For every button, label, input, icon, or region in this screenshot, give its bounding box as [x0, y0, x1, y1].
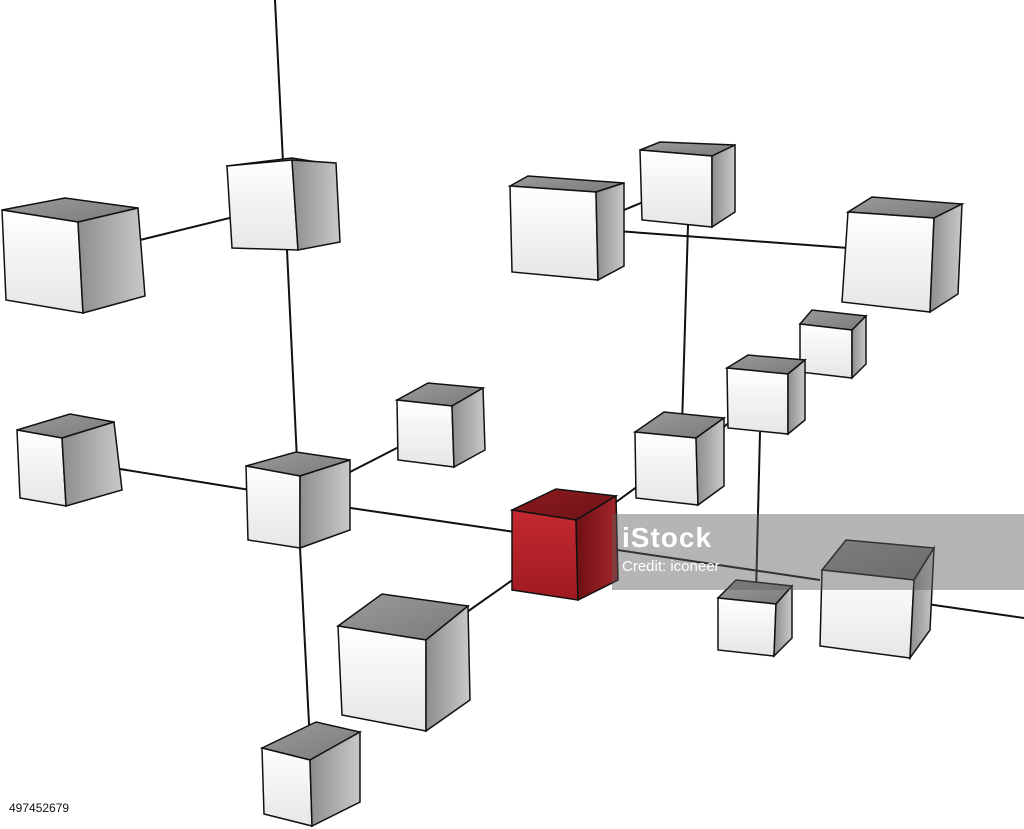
cube-center-right [632, 411, 727, 507]
connection-line [274, 0, 284, 163]
cube-left-large [1, 197, 146, 314]
cube-far-right [841, 196, 965, 314]
connection-line [299, 547, 311, 744]
cube-small-right-1 [798, 309, 868, 380]
cube-lower-right-large [819, 539, 936, 661]
watermark-credit: Credit: iconeer [622, 558, 720, 575]
cube-bottom-mid [336, 593, 471, 733]
connection-line [603, 547, 821, 581]
watermark-banner: iStock Credit: iconeer [612, 514, 1024, 590]
connection-line [329, 504, 516, 533]
connection-line [602, 229, 849, 249]
watermark-brand: iStock [622, 522, 713, 553]
cube-small-mid [394, 382, 486, 469]
cube-center-left [245, 451, 351, 550]
image-id-label: 497452679 [6, 800, 73, 816]
connection-line [919, 602, 1024, 619]
connection-line [755, 431, 761, 596]
cube-top-right-a [507, 175, 625, 282]
cube-bottom-left [259, 721, 363, 828]
connection-line [94, 464, 251, 491]
cube-red-accent [509, 488, 619, 602]
cube-left-mid [16, 413, 123, 507]
connection-line [681, 224, 689, 427]
cube-top-right-b [639, 141, 736, 229]
connection-line [286, 249, 298, 461]
cube-lower-right-small [716, 579, 794, 658]
cube-small-right-2 [724, 354, 807, 436]
cube-top-center [225, 157, 341, 251]
